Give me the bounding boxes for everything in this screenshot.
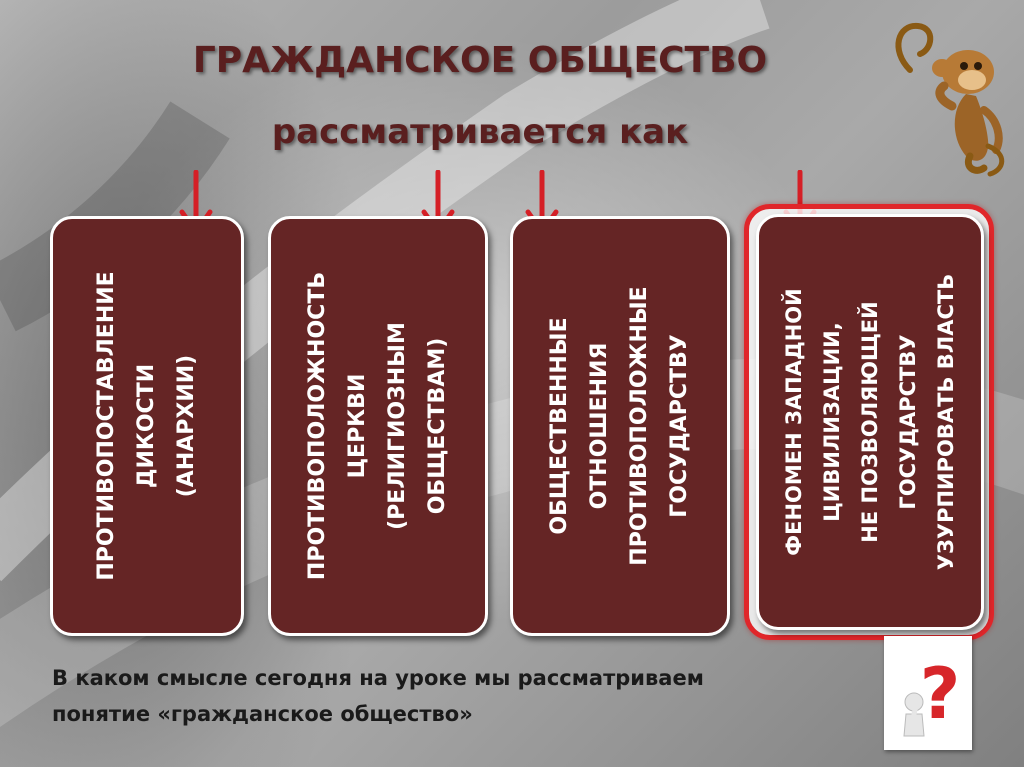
card-line: ПРОТИВОПОЛОЖНЫЕ xyxy=(627,286,652,566)
question-line: понятие «гражданское общество» xyxy=(52,702,473,726)
card-line: (РЕЛИГИОЗНЫМ xyxy=(385,322,410,530)
question-mark-icon: ? xyxy=(884,636,972,750)
concept-card-anarchy: ПРОТИВОПОСТАВЛЕНИЕ ДИКОСТИ (АНАРХИИ) xyxy=(50,216,244,636)
card-line: ПРОТИВОПОЛОЖНОСТЬ xyxy=(305,271,330,581)
card-line: ДИКОСТИ xyxy=(134,363,159,489)
card-line: ОБЩЕСТВАМ) xyxy=(425,337,450,515)
slide-subtitle: рассматривается как xyxy=(271,112,689,152)
question-line: В каком смысле сегодня на уроке мы рассм… xyxy=(52,666,704,690)
card-line: ГОСУДАРСТВУ xyxy=(667,334,692,518)
card-line: ЦЕРКВИ xyxy=(345,373,370,479)
card-line: ФЕНОМЕН ЗАПАДНОЙ xyxy=(782,288,806,556)
card-text: ОБЩЕСТВЕННЫЕ ОТНОШЕНИЯ ПРОТИВОПОЛОЖНЫЕ Г… xyxy=(540,286,700,565)
question-mark-glyph: ? xyxy=(920,653,961,735)
slide-title: ГРАЖДАНСКОЕ ОБЩЕСТВО xyxy=(192,40,768,81)
card-line: НЕ ПОЗВОЛЯЮЩЕЙ xyxy=(858,301,882,543)
card-line: ГОСУДАРСТВУ xyxy=(896,334,920,510)
question-figure-icon: ? xyxy=(903,653,961,737)
card-line: (АНАРХИИ) xyxy=(174,354,199,498)
card-line: ПРОТИВОПОСТАВЛЕНИЕ xyxy=(94,271,119,581)
card-line: УЗУРПИРОВАТЬ ВЛАСТЬ xyxy=(934,273,958,571)
lesson-question: В каком смысле сегодня на уроке мы рассм… xyxy=(52,660,704,732)
card-line: ОТНОШЕНИЯ xyxy=(587,342,612,510)
card-line: ЦИВИЛИЗАЦИИ, xyxy=(820,322,844,522)
concept-card-western-civilization: ФЕНОМЕН ЗАПАДНОЙ ЦИВИЛИЗАЦИИ, НЕ ПОЗВОЛЯ… xyxy=(756,214,984,630)
card-text: ПРОТИВОПОСТАВЛЕНИЕ ДИКОСТИ (АНАРХИИ) xyxy=(87,271,207,580)
card-text: ФЕНОМЕН ЗАПАДНОЙ ЦИВИЛИЗАЦИИ, НЕ ПОЗВОЛЯ… xyxy=(775,274,965,570)
concept-card-church: ПРОТИВОПОЛОЖНОСТЬ ЦЕРКВИ (РЕЛИГИОЗНЫМ ОБ… xyxy=(268,216,488,636)
monkey-illustration xyxy=(895,22,1005,177)
concept-card-state-relations: ОБЩЕСТВЕННЫЕ ОТНОШЕНИЯ ПРОТИВОПОЛОЖНЫЕ Г… xyxy=(510,216,730,636)
card-text: ПРОТИВОПОЛОЖНОСТЬ ЦЕРКВИ (РЕЛИГИОЗНЫМ ОБ… xyxy=(298,272,458,580)
card-line: ОБЩЕСТВЕННЫЕ xyxy=(547,317,572,535)
